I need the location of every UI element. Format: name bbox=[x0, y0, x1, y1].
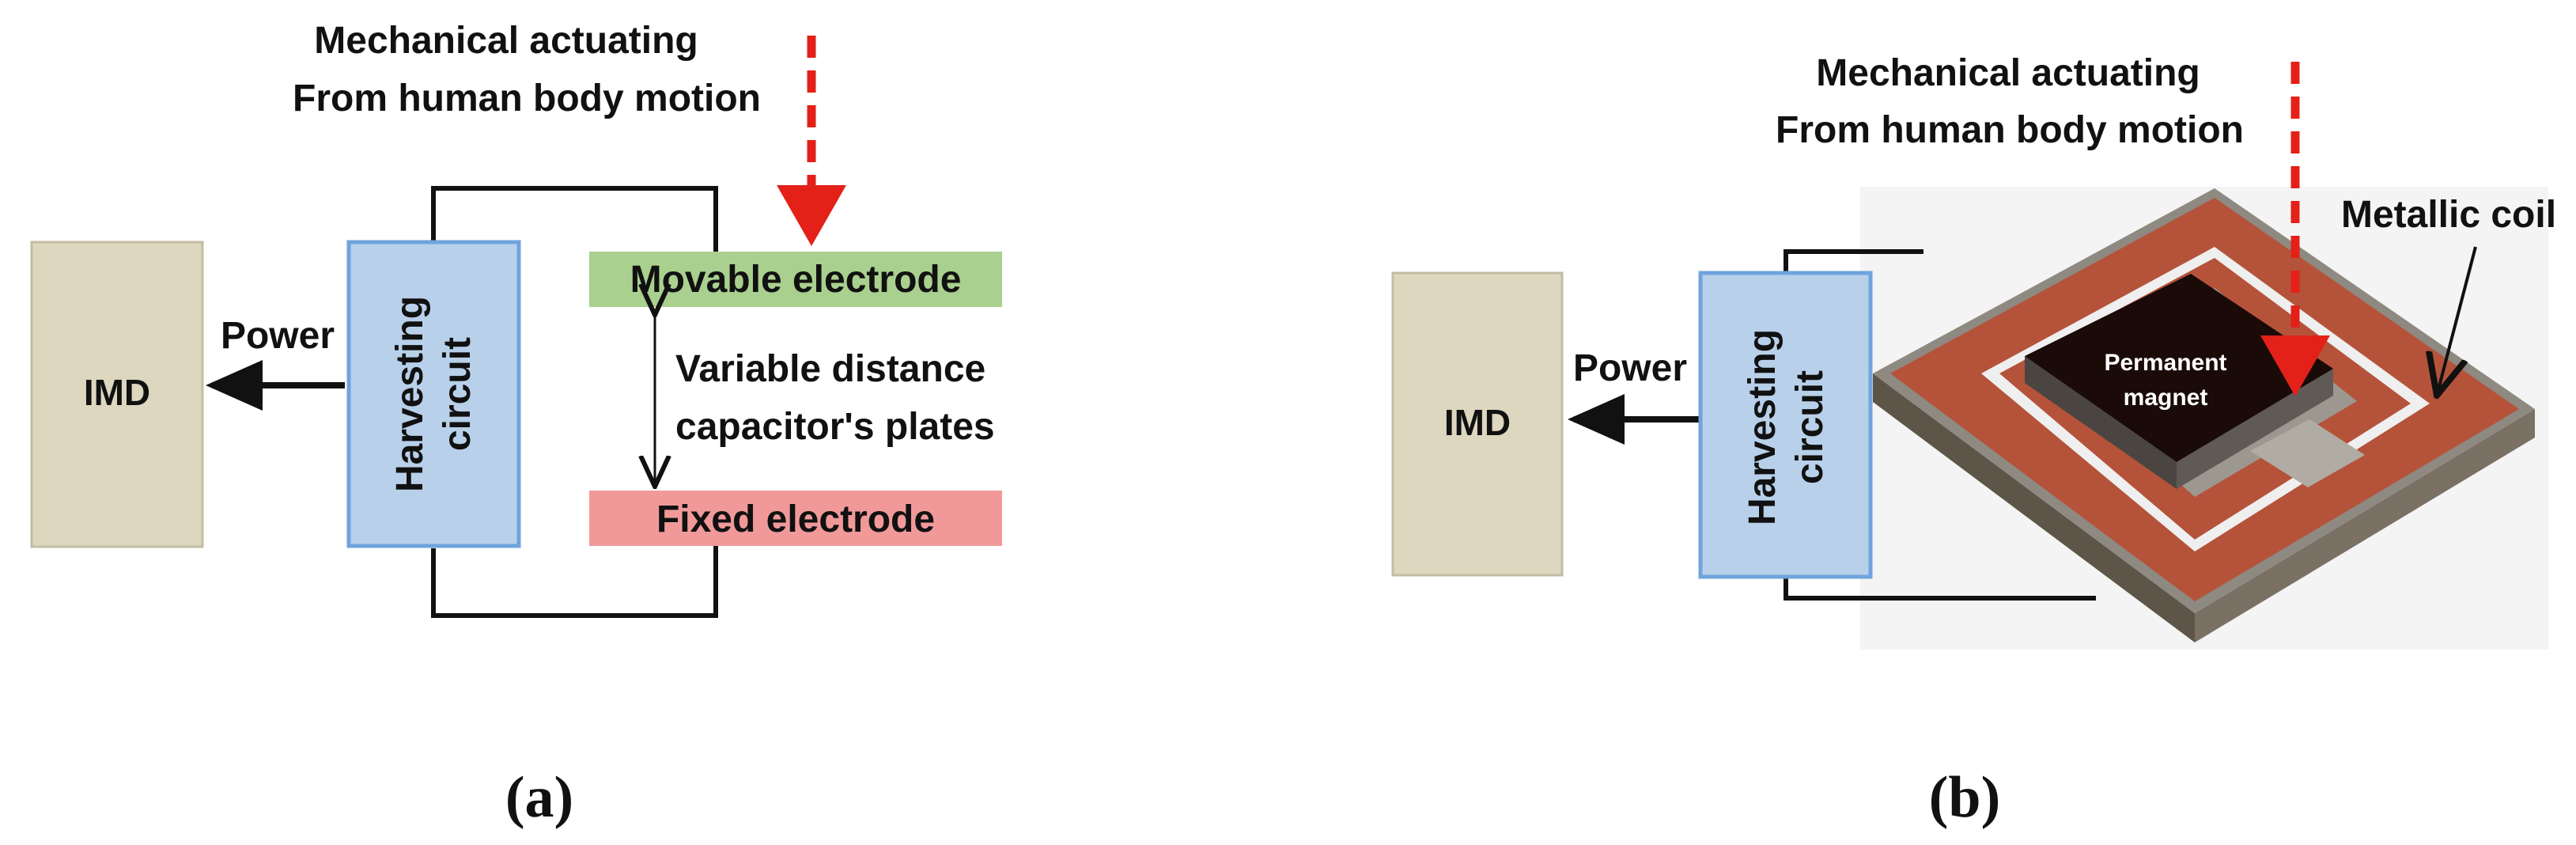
harvesting-circuit-box-b bbox=[1698, 271, 1873, 579]
base-side-right bbox=[2195, 409, 2535, 642]
coil-lead bbox=[2250, 419, 2365, 487]
actuation-label-line2: From human body motion bbox=[293, 78, 761, 119]
actuation-label-b-line2: From human body motion bbox=[1776, 109, 2244, 151]
variable-distance-label-line2: capacitor's plates bbox=[675, 406, 995, 448]
imd-label-b: IMD bbox=[1444, 402, 1511, 443]
upper-wire bbox=[431, 186, 718, 261]
permanent-magnet bbox=[2025, 274, 2333, 462]
movable-electrode-label: Movable electrode bbox=[630, 259, 962, 301]
panel-a: Mechanical actuating From human body mot… bbox=[30, 20, 1002, 830]
fixed-electrode-plate bbox=[589, 491, 1002, 546]
lower-wire bbox=[431, 546, 718, 618]
magnet-label-line1: Permanent bbox=[2104, 350, 2226, 376]
harvesting-circuit-box bbox=[346, 240, 521, 548]
caption-a: (a) bbox=[505, 765, 573, 830]
lower-wire-b bbox=[1784, 576, 2096, 601]
variable-distance-label-line1: Variable distance bbox=[675, 348, 985, 390]
actuation-label-b-line1: Mechanical actuating bbox=[1816, 52, 2200, 94]
power-label-b: Power bbox=[1573, 347, 1687, 389]
actuation-label-line1: Mechanical actuating bbox=[314, 20, 698, 62]
harvesting-label-b-line1: Harvesting bbox=[1742, 329, 1784, 525]
fixed-electrode-label: Fixed electrode bbox=[656, 498, 935, 540]
power-label: Power bbox=[221, 315, 335, 357]
imd-label: IMD bbox=[84, 372, 150, 413]
magnet-side bbox=[2025, 356, 2177, 489]
harvesting-label-b-line2: circuit bbox=[1789, 370, 1831, 484]
upper-wire-b bbox=[1784, 249, 1923, 272]
panel-b: Permanent magnet IMD Power Harvesting ci… bbox=[1391, 52, 2556, 830]
magnet-side-right bbox=[2177, 369, 2333, 489]
coil-label: Metallic coil bbox=[2341, 194, 2556, 236]
base-side bbox=[1873, 373, 2195, 642]
harvesting-label-line2: circuit bbox=[437, 337, 479, 451]
imd-box bbox=[30, 241, 204, 548]
caption-b: (b) bbox=[1929, 765, 2000, 830]
magnet-label-line2: magnet bbox=[2124, 385, 2208, 411]
coil-pointer-arrow bbox=[2438, 246, 2477, 392]
coil-device bbox=[1860, 187, 2548, 650]
imd-box-b bbox=[1391, 271, 1564, 577]
harvesting-label-line1: Harvesting bbox=[389, 296, 431, 492]
